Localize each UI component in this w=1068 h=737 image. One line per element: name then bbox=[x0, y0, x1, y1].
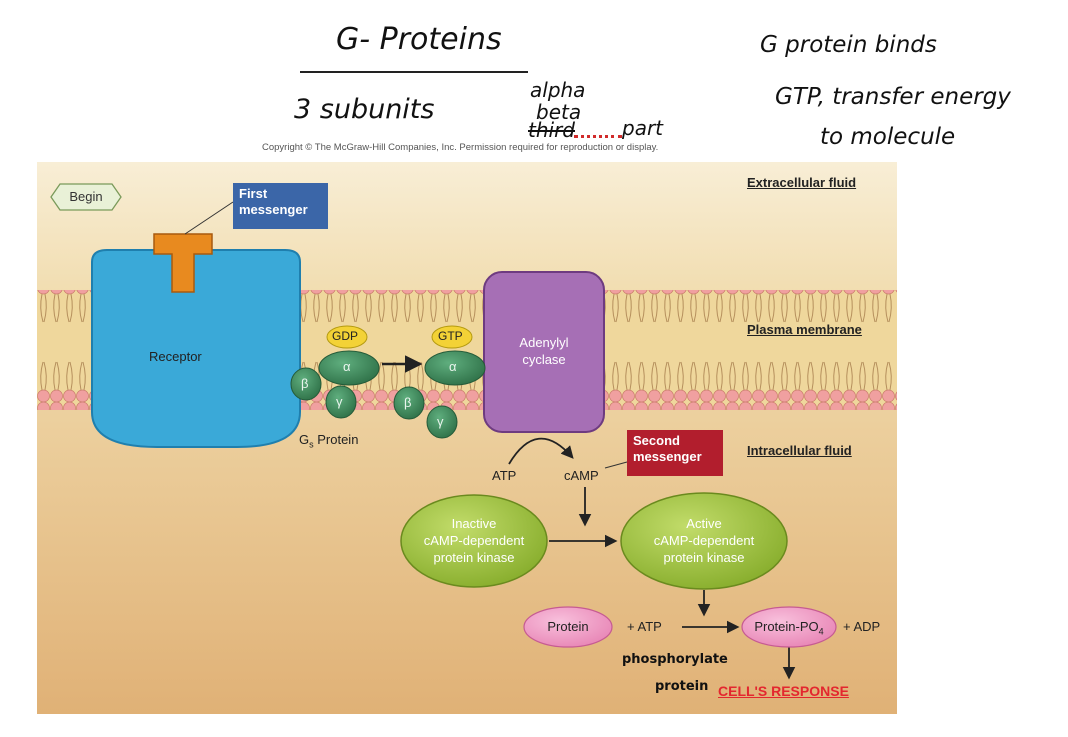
alpha-subunit-2: α bbox=[449, 359, 457, 374]
notes-dotted-link bbox=[574, 135, 622, 138]
notes-right-line2: GTP, transfer energy bbox=[775, 84, 1011, 110]
active-kinase-label: Active cAMP-dependent protein kinase bbox=[653, 516, 755, 565]
second-messenger-line2: messenger bbox=[633, 449, 702, 464]
plus-atp-label: + ATP bbox=[627, 619, 662, 634]
receptor-label: Receptor bbox=[149, 349, 202, 364]
extracellular-label: Extracellular fluid bbox=[747, 175, 857, 190]
plus-adp-label: + ADP bbox=[843, 619, 881, 634]
notes-right-line3: to molecule bbox=[820, 124, 956, 150]
notes-right-line1: G protein binds bbox=[760, 32, 937, 58]
begin-label: Begin bbox=[69, 189, 103, 204]
notes-title-underline bbox=[300, 71, 528, 73]
gamma-subunit-1: γ bbox=[336, 394, 343, 409]
gs-protein-label: Gs Protein bbox=[299, 432, 359, 450]
protein-label: Protein bbox=[547, 619, 589, 634]
gdp-label: GDP bbox=[332, 329, 359, 343]
plasma-membrane-label: Plasma membrane bbox=[747, 322, 862, 337]
signaling-diagram: Begin First messenger Extracellular flui… bbox=[37, 162, 897, 714]
cells-response-label: CELL'S RESPONSE bbox=[718, 683, 849, 699]
beta-subunit-1: β bbox=[301, 376, 309, 391]
notes-beta: beta bbox=[536, 100, 582, 124]
second-messenger-line1: Second bbox=[633, 433, 680, 448]
begin-button[interactable]: Begin bbox=[50, 183, 122, 211]
copyright-notice: Copyright © The McGraw-Hill Companies, I… bbox=[262, 142, 659, 153]
atp-label: ATP bbox=[492, 468, 517, 483]
protein-po4-label: Protein-PO4 bbox=[754, 619, 824, 637]
adenylyl-cyclase-label: Adenylyl cyclase bbox=[519, 335, 569, 367]
notes-phosphorylate-2: protein bbox=[655, 679, 709, 694]
notes-title: G- Proteins bbox=[336, 22, 502, 57]
gtp-label: GTP bbox=[438, 329, 463, 343]
second-messenger-box: Second messenger bbox=[627, 430, 723, 476]
first-messenger-line1: First bbox=[239, 186, 268, 201]
notes-third: third bbox=[528, 118, 575, 142]
gamma-subunit-2: γ bbox=[437, 414, 444, 429]
first-messenger-line2: messenger bbox=[239, 202, 308, 217]
intracellular-label: Intracellular fluid bbox=[747, 443, 852, 458]
alpha-subunit-1: α bbox=[343, 359, 351, 374]
notes-subunits: 3 subunits bbox=[294, 94, 435, 125]
camp-label: cAMP bbox=[564, 468, 599, 483]
notes-alpha: alpha bbox=[530, 78, 586, 102]
first-messenger-box: First messenger bbox=[233, 183, 328, 229]
notes-part: part bbox=[622, 116, 664, 140]
notes-phosphorylate-1: phosphorylate bbox=[622, 652, 728, 667]
inactive-kinase-label: Inactive cAMP-dependent protein kinase bbox=[423, 516, 525, 565]
beta-subunit-2: β bbox=[404, 395, 412, 410]
